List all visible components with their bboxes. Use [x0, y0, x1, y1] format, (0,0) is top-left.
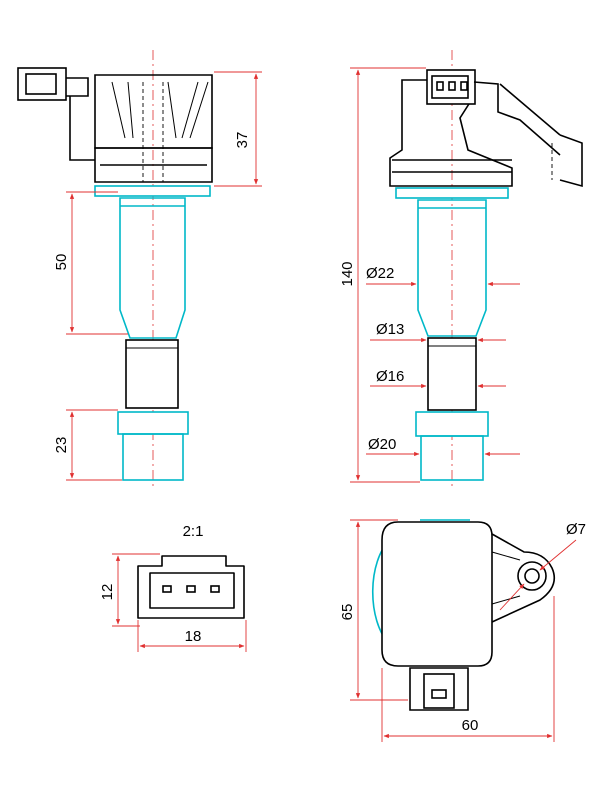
dim-18-label: 18 — [185, 628, 202, 645]
front-view: 37 50 23 — [17, 50, 262, 490]
dim-23-label: 23 — [53, 437, 70, 454]
side-view: 140 Ø22 Ø13 Ø16 Ø20 — [339, 50, 583, 490]
dim-12-label: 12 — [99, 584, 116, 601]
dim-60-label: 60 — [462, 717, 479, 734]
dim-dia7-label: Ø7 — [566, 521, 586, 538]
dim-37-label: 37 — [234, 132, 251, 149]
dim-50-label: 50 — [53, 254, 70, 271]
top-view: 65 60 Ø7 — [339, 519, 586, 742]
dim-65-label: 65 — [339, 604, 356, 621]
dim-dia20-label: Ø20 — [368, 436, 396, 453]
dim-dia22-label: Ø22 — [366, 265, 394, 282]
scale-label: 2:1 — [183, 523, 204, 540]
connector-detail: 2:1 12 18 — [99, 523, 247, 652]
dim-dia16-label: Ø16 — [376, 368, 404, 385]
dim-140-label: 140 — [339, 261, 356, 286]
dim-dia13-label: Ø13 — [376, 321, 404, 338]
